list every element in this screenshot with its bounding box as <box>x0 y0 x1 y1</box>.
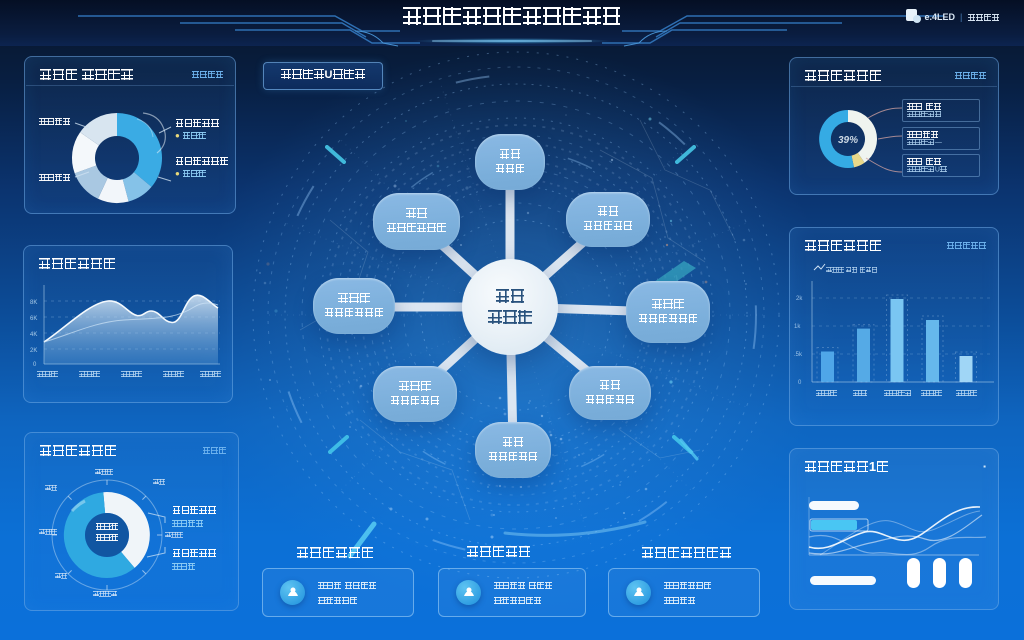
svg-text:2k: 2k <box>796 296 803 302</box>
svg-text:6K: 6K <box>30 316 37 322</box>
svg-text:1k: 1k <box>794 324 801 330</box>
svg-text:0: 0 <box>33 362 37 368</box>
svg-text:0: 0 <box>798 380 802 386</box>
svg-text:39%: 39% <box>838 135 858 146</box>
svg-text:4K: 4K <box>30 332 37 338</box>
svg-text:8K: 8K <box>30 300 37 306</box>
svg-text:2K: 2K <box>30 348 37 354</box>
svg-text:.5k: .5k <box>794 352 803 358</box>
